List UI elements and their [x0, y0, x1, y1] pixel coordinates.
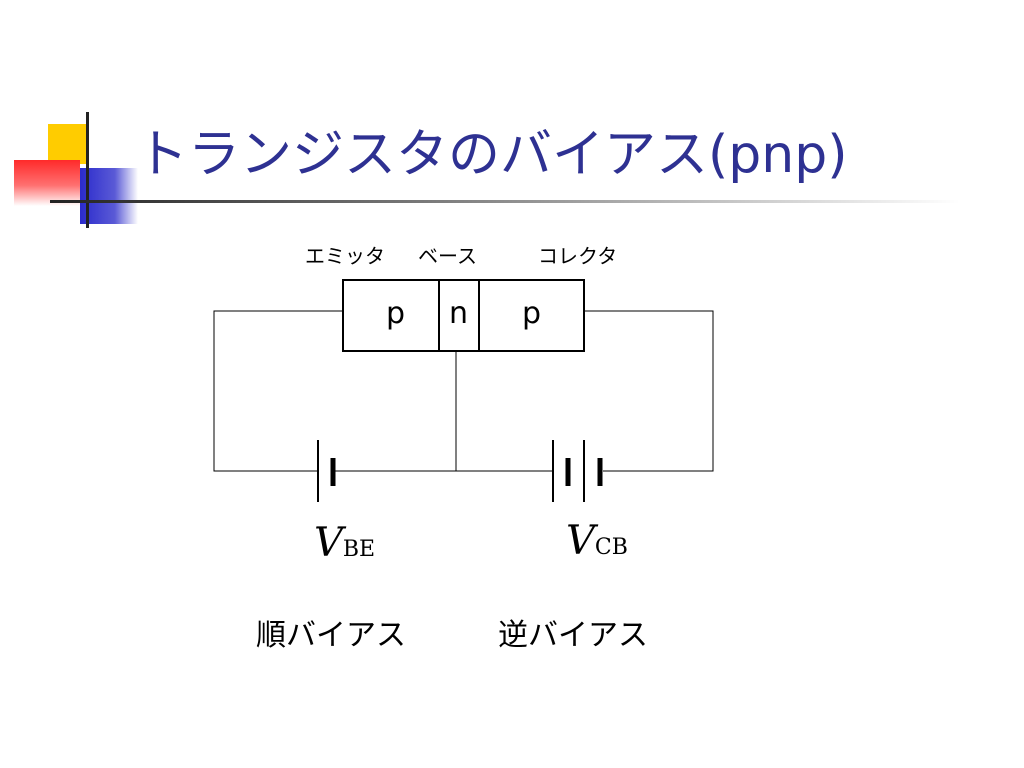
voltage-subscript: CB	[594, 535, 628, 560]
voltage-symbol: V	[566, 518, 595, 564]
deco-blue-square	[80, 168, 138, 224]
battery-vbe	[317, 440, 336, 502]
transistor-body	[342, 279, 585, 352]
slide-title: トランジスタのバイアス(pnp)	[136, 125, 848, 185]
circuit-wires	[213, 310, 714, 472]
deco-red-square	[14, 160, 80, 206]
voltage-label-vbe: VBE	[314, 520, 375, 566]
forward-bias-label: 順バイアス	[256, 618, 406, 653]
voltage-label-vcb: VCB	[566, 518, 628, 564]
emitter-label: エミッタ	[305, 244, 385, 268]
deco-yellow-square	[48, 124, 88, 164]
reverse-bias-label: 逆バイアス	[498, 618, 648, 653]
collector-label: コレクタ	[538, 244, 618, 268]
battery-vcb	[552, 440, 603, 502]
layer-base-n: n	[449, 296, 469, 331]
base-label: ベース	[418, 244, 477, 268]
deco-vertical-line	[86, 112, 89, 228]
voltage-symbol: V	[314, 520, 343, 566]
layer-collector-p: p	[522, 296, 542, 331]
layer-emitter-p: p	[386, 296, 406, 331]
deco-horizontal-line	[50, 200, 960, 203]
voltage-subscript: BE	[342, 537, 376, 562]
